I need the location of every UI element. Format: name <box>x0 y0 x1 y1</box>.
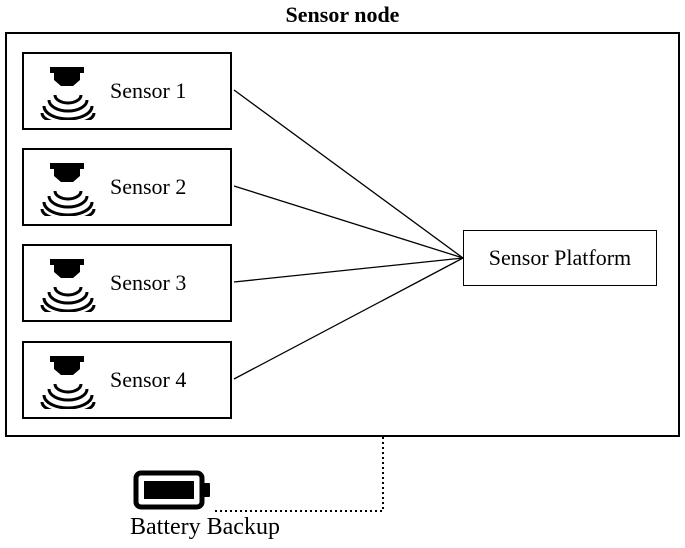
sensor-icon <box>40 163 96 216</box>
sensor-icon <box>40 356 96 409</box>
sensor-label: Sensor 4 <box>110 367 187 392</box>
sensor-label: Sensor 3 <box>110 270 187 295</box>
sensor-label: Sensor 2 <box>110 174 187 199</box>
sensor-box-3: Sensor 3 <box>22 244 232 322</box>
sensor-node-frame <box>5 32 680 437</box>
battery-label: Battery Backup <box>130 514 280 540</box>
sensor-icon <box>40 259 96 312</box>
sensor-icon <box>40 67 96 120</box>
diagram-title: Sensor node <box>285 2 400 27</box>
sensor-platform-box: Sensor Platform <box>463 230 657 286</box>
sensor-box-1: Sensor 1 <box>22 52 232 130</box>
sensor-box-2: Sensor 2 <box>22 148 232 226</box>
battery-icon <box>133 470 210 510</box>
battery-connector <box>213 437 384 512</box>
sensor-box-4: Sensor 4 <box>22 341 232 419</box>
sensor-label: Sensor 1 <box>110 78 187 103</box>
